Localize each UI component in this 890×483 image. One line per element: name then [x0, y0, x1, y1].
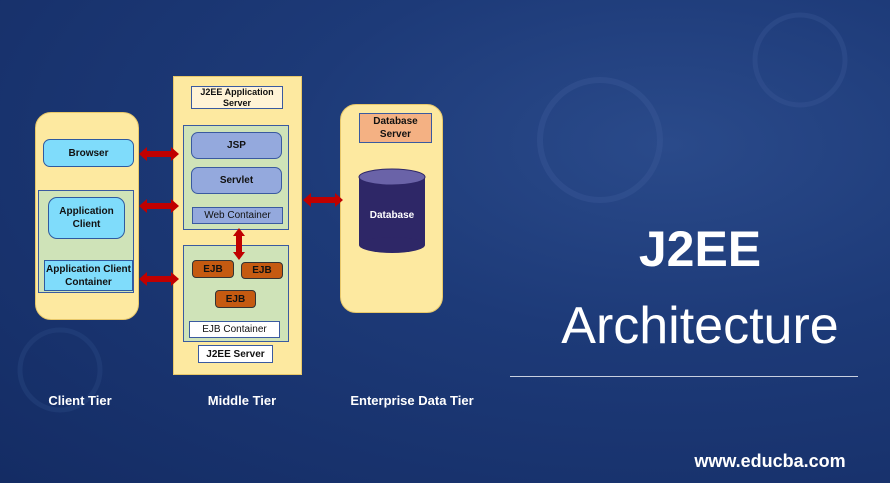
jsp-box: JSP — [191, 132, 282, 159]
app-server-label: J2EE Application Server — [191, 86, 283, 109]
app-client-box: Application Client — [48, 197, 125, 239]
client-tier-label: Client Tier — [48, 393, 112, 408]
web-container-label: Web Container — [192, 207, 283, 224]
ejb-box: EJB — [192, 260, 234, 278]
double-arrow-icon — [233, 228, 245, 260]
divider — [510, 376, 858, 377]
db-server-label: Database Server — [359, 113, 432, 143]
double-arrow-icon — [303, 193, 343, 207]
j2ee-server-label: J2EE Server — [198, 345, 273, 363]
app-client-container-label: Application Client Container — [44, 260, 133, 291]
title-line1: J2EE — [638, 221, 762, 277]
servlet-box: Servlet — [191, 167, 282, 194]
browser-box: Browser — [43, 139, 134, 167]
double-arrow-icon — [139, 272, 179, 286]
database-label: Database — [369, 209, 415, 221]
title-line2: Architecture — [561, 297, 839, 355]
ejb-box: EJB — [241, 262, 283, 279]
double-arrow-icon — [139, 199, 179, 213]
website-link[interactable]: www.educba.com — [694, 451, 846, 471]
ejb-box: EJB — [215, 290, 256, 308]
ejb-container-label: EJB Container — [189, 321, 280, 338]
double-arrow-icon — [139, 147, 179, 161]
middle-tier-label: Middle Tier — [207, 393, 277, 408]
data-tier-label: Enterprise Data Tier — [350, 393, 474, 408]
